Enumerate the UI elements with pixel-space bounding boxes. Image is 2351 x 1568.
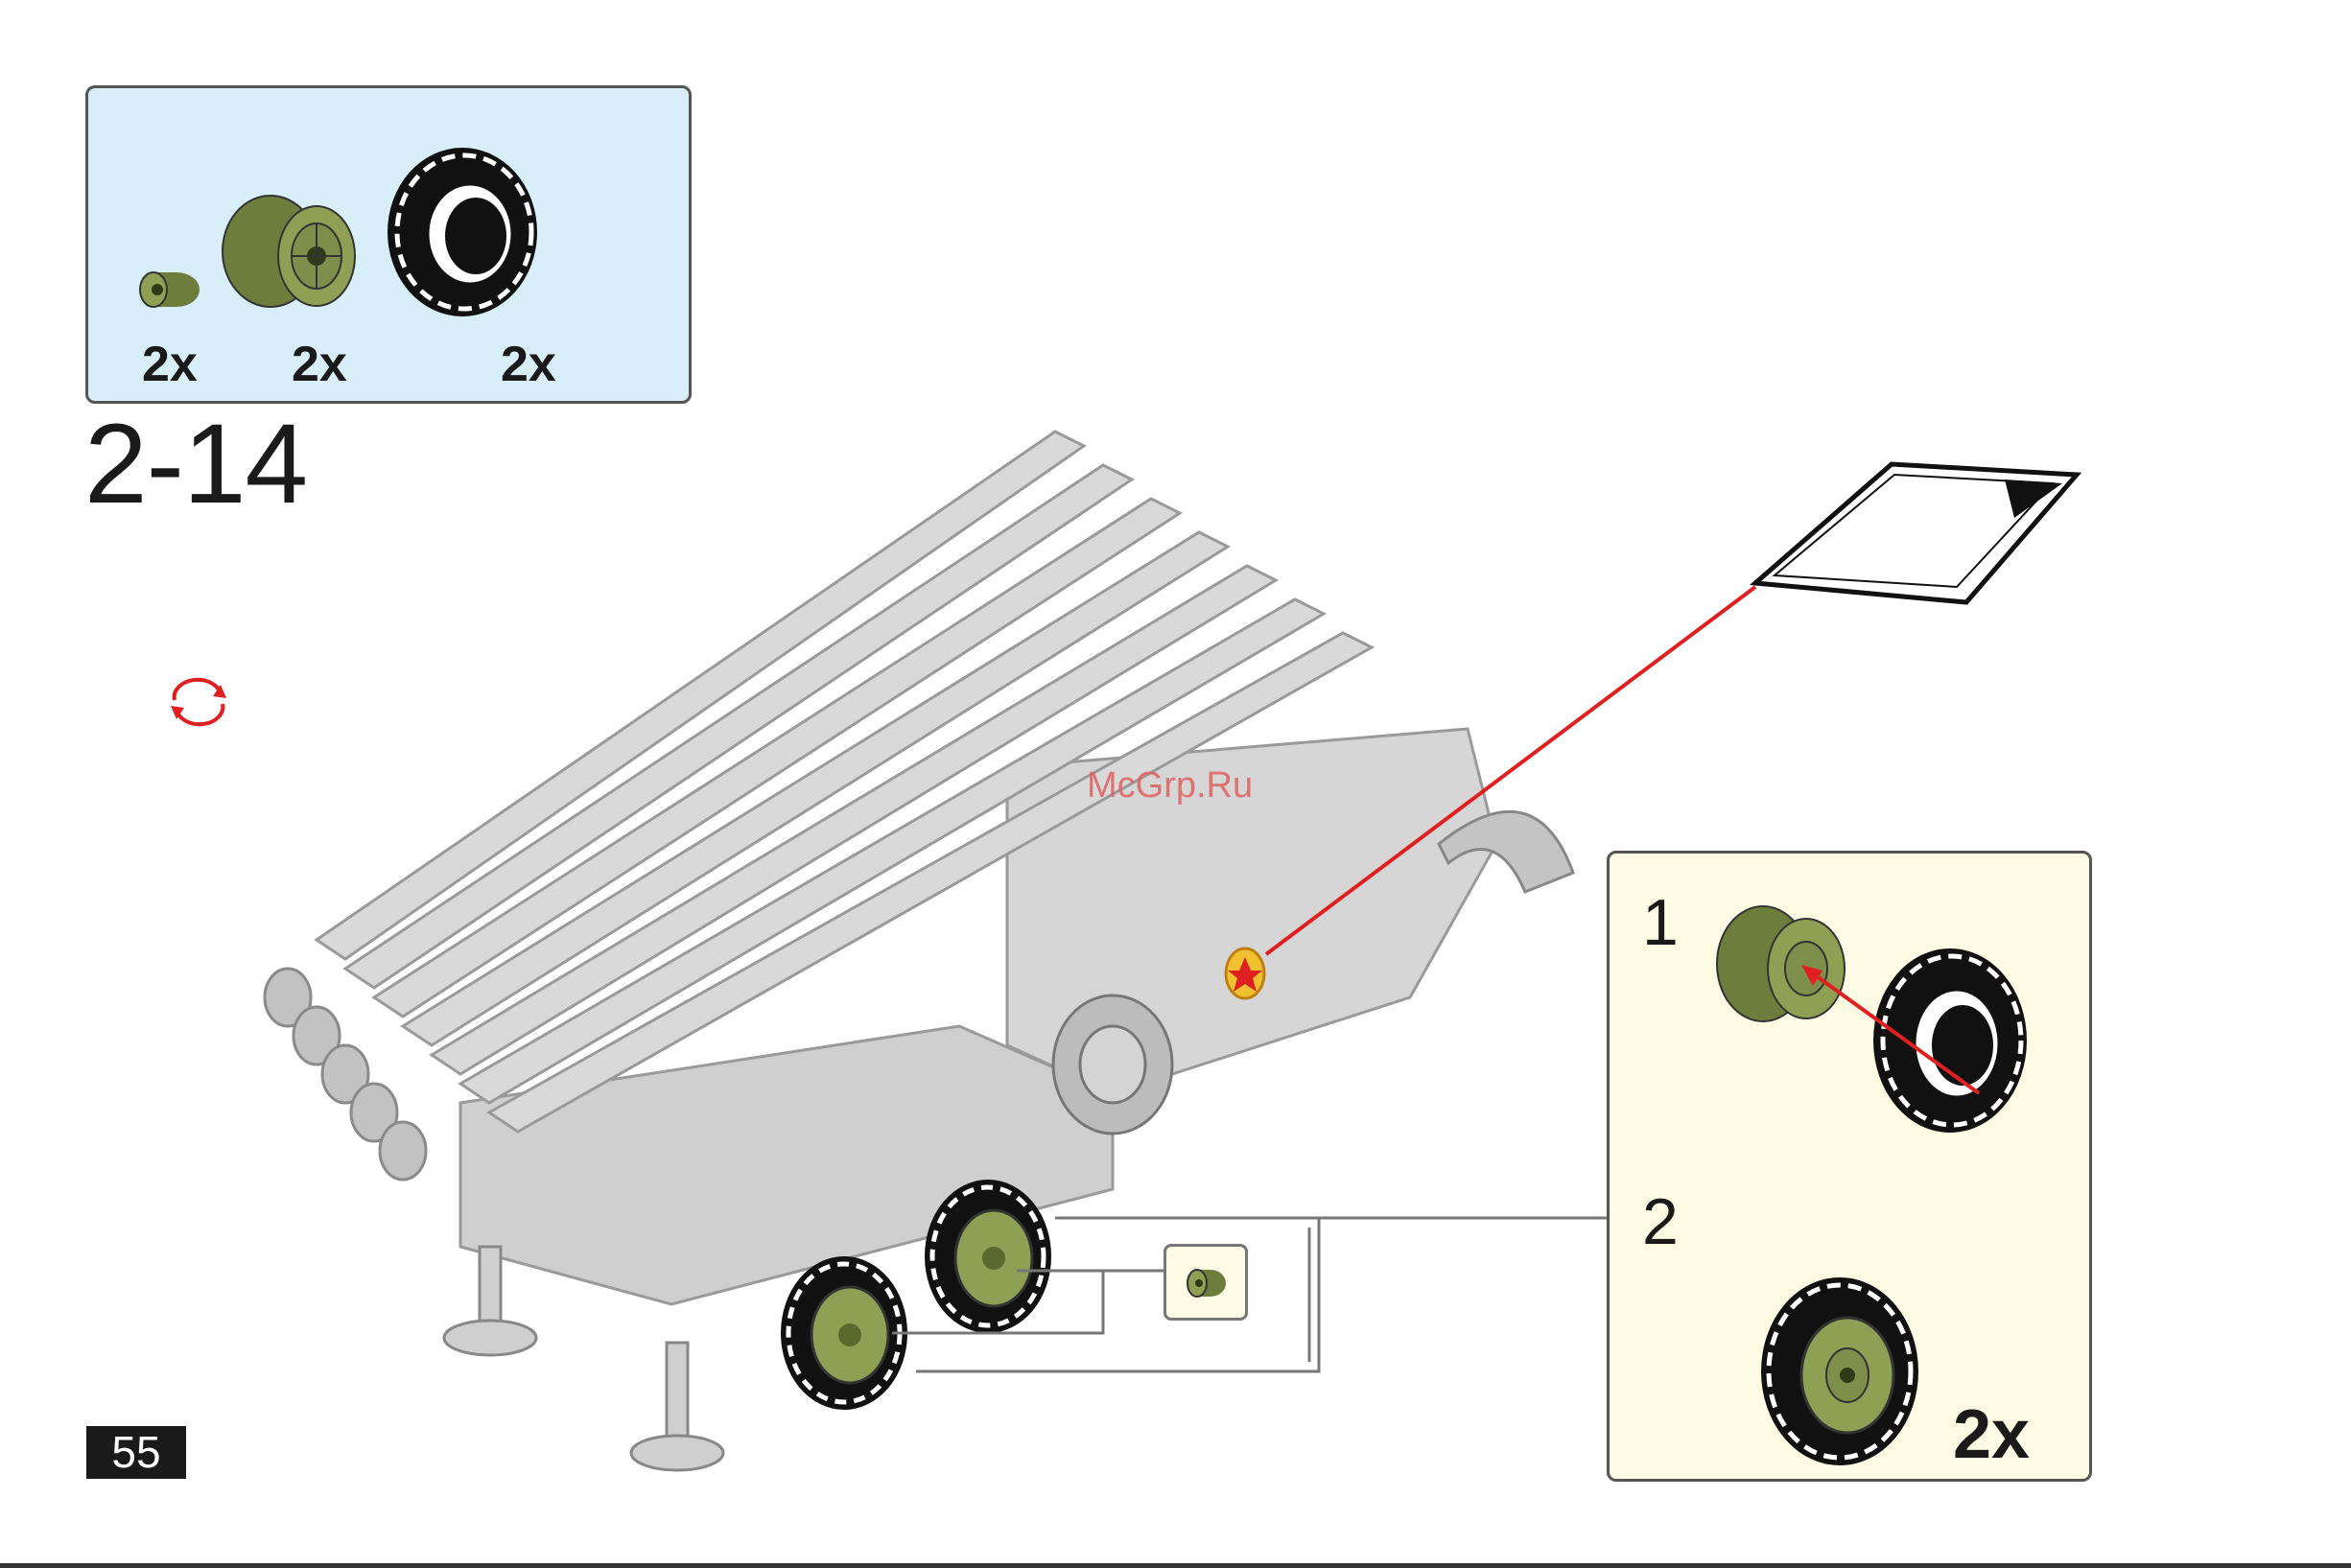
sticker-icon (1755, 464, 2077, 602)
substep-2-wheel-icon (1761, 1277, 1918, 1465)
bottom-rule (0, 1563, 2351, 1568)
bushing-callout-icon (1166, 1247, 1245, 1318)
substep-2-quantity: 2x (1953, 1400, 2030, 1469)
sub-assembly-panel: 1 2 2x (1607, 851, 2092, 1482)
substep-1-rim-icon (1717, 906, 1845, 1021)
watermark: McGrp.Ru (1087, 765, 1253, 807)
wheel-assembly-illustration (1610, 854, 2089, 1479)
page-number: 55 (86, 1426, 186, 1479)
bushing-callout (1164, 1244, 1248, 1321)
emblem-decal (1226, 948, 1264, 998)
substep-1-tire-icon (1873, 948, 2027, 1133)
